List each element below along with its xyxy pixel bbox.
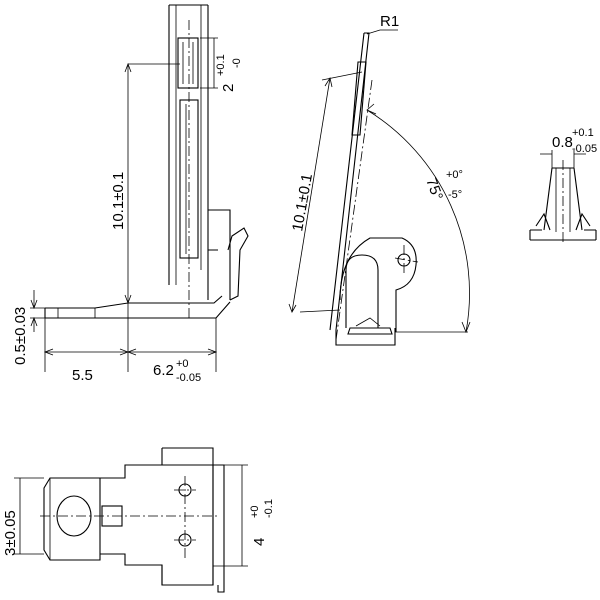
left-length-dim: 5.5	[72, 367, 93, 384]
bottom-height-upper: +0	[249, 505, 261, 518]
angle-main: 75°	[422, 176, 446, 203]
right-length-upper: +0	[176, 358, 189, 370]
right-length-lower: -0.05	[176, 372, 201, 384]
detail-view: 0.8 +0.1 -0.05	[529, 127, 597, 244]
side-view: 10.1±0.1 2 +0.1 -0 0.5±0.03 5.5 6.2 +0 -…	[12, 4, 249, 384]
bottom-width-dim: 3±0.05	[2, 510, 19, 556]
slot-dim-lower: -0	[231, 58, 243, 68]
side-height-dim: 10.1±0.1	[110, 172, 127, 230]
detail-width-lower: -0.05	[572, 143, 597, 155]
angle-lower: -5°	[448, 189, 462, 201]
angled-view: R1 75° +0° -5° 10.1±0.1	[288, 13, 471, 346]
bottom-height-lower: -0.1	[263, 499, 275, 518]
angle-upper: +0°	[446, 169, 463, 181]
angle-height-dim: 10.1±0.1	[289, 172, 316, 232]
radius-label: R1	[380, 13, 399, 30]
thickness-dim: 0.5±0.03	[12, 307, 29, 365]
right-length-main: 6.2	[153, 362, 174, 379]
detail-width-upper: +0.1	[572, 127, 594, 139]
slot-dim-main: 2	[220, 84, 237, 92]
slot-dim-upper: +0.1	[215, 54, 227, 76]
bottom-view: 3±0.05 4 +0 -0.1	[2, 447, 275, 593]
bottom-height-main: 4	[251, 538, 268, 546]
detail-width-main: 0.8	[552, 134, 573, 151]
